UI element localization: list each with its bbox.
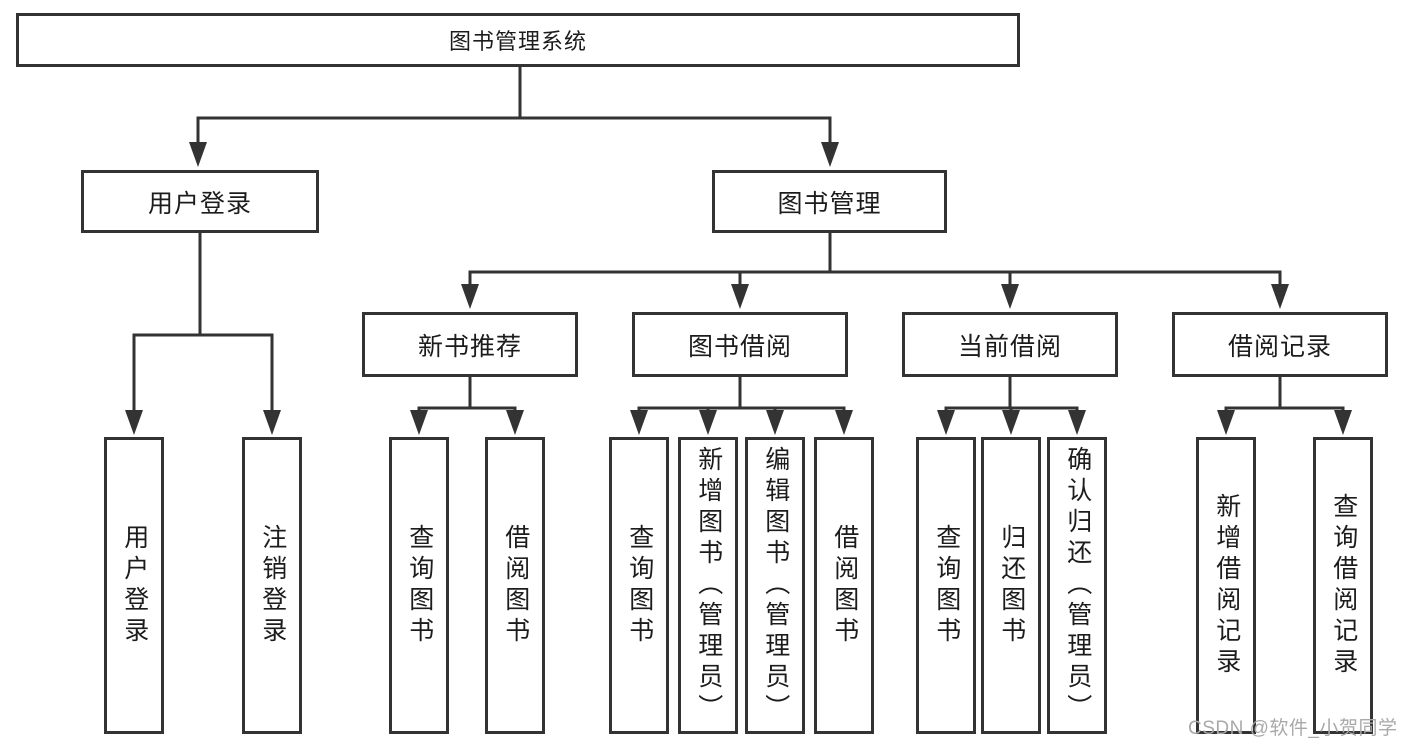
leaf-label: 查询借阅记录 xyxy=(1329,492,1358,679)
leaf-label: 查询图书 xyxy=(625,523,654,648)
leaf-logout: 注销登录 xyxy=(242,437,302,734)
leaf-current-return-books: 归还图书 xyxy=(981,437,1041,734)
leaf-label: 确认归还（管理员） xyxy=(1063,446,1092,725)
arrowheads xyxy=(125,142,1352,435)
node-library-management-system: 图书管理系统 xyxy=(16,13,1020,67)
leaf-label: 归还图书 xyxy=(997,523,1026,648)
node-new-book-recommendation: 新书推荐 xyxy=(362,312,578,377)
node-current-borrowing: 当前借阅 xyxy=(902,312,1118,377)
leaf-label: 借阅图书 xyxy=(501,523,530,648)
leaf-label: 借阅图书 xyxy=(830,523,859,648)
leaf-label: 用户登录 xyxy=(120,523,149,648)
leaf-label: 查询图书 xyxy=(405,523,434,648)
connector-borrow-records xyxy=(1224,374,1345,415)
leaf-current-query-books: 查询图书 xyxy=(916,437,976,734)
leaf-borrowing-add-books-admin: 新增图书（管理员） xyxy=(678,437,738,734)
leaf-records-query-borrow-record: 查询借阅记录 xyxy=(1313,437,1373,734)
node-user-login: 用户登录 xyxy=(81,170,319,233)
connector-book-borrow xyxy=(637,374,846,415)
leaf-newbook-borrow-books: 借阅图书 xyxy=(485,437,545,734)
leaf-newbook-query-books: 查询图书 xyxy=(389,437,449,734)
watermark-csdn: CSDN @软件_小贺同学 xyxy=(1188,718,1398,739)
connector-root xyxy=(196,64,832,146)
connector-user-login xyxy=(132,230,274,414)
leaf-records-add-borrow-record: 新增借阅记录 xyxy=(1196,437,1256,734)
leaf-label: 查询图书 xyxy=(932,523,961,648)
leaf-borrowing-query-books: 查询图书 xyxy=(609,437,669,734)
connector-current-borrow xyxy=(944,374,1079,415)
leaf-label: 新增借阅记录 xyxy=(1212,492,1241,679)
leaf-borrowing-borrow-books: 借阅图书 xyxy=(814,437,874,734)
node-borrow-records: 借阅记录 xyxy=(1172,312,1388,377)
node-book-management: 图书管理 xyxy=(712,170,947,233)
connector-book-mgmt xyxy=(468,230,1282,290)
leaf-label: 新增图书（管理员） xyxy=(694,446,723,725)
leaf-label: 编辑图书（管理员） xyxy=(761,446,790,725)
node-book-borrowing: 图书借阅 xyxy=(632,312,848,377)
leaf-current-confirm-return-admin: 确认归还（管理员） xyxy=(1047,437,1107,734)
leaf-label: 注销登录 xyxy=(258,523,287,648)
connector-new-book xyxy=(417,374,517,415)
leaf-borrowing-edit-books-admin: 编辑图书（管理员） xyxy=(745,437,805,734)
leaf-user-login: 用户登录 xyxy=(104,437,164,734)
